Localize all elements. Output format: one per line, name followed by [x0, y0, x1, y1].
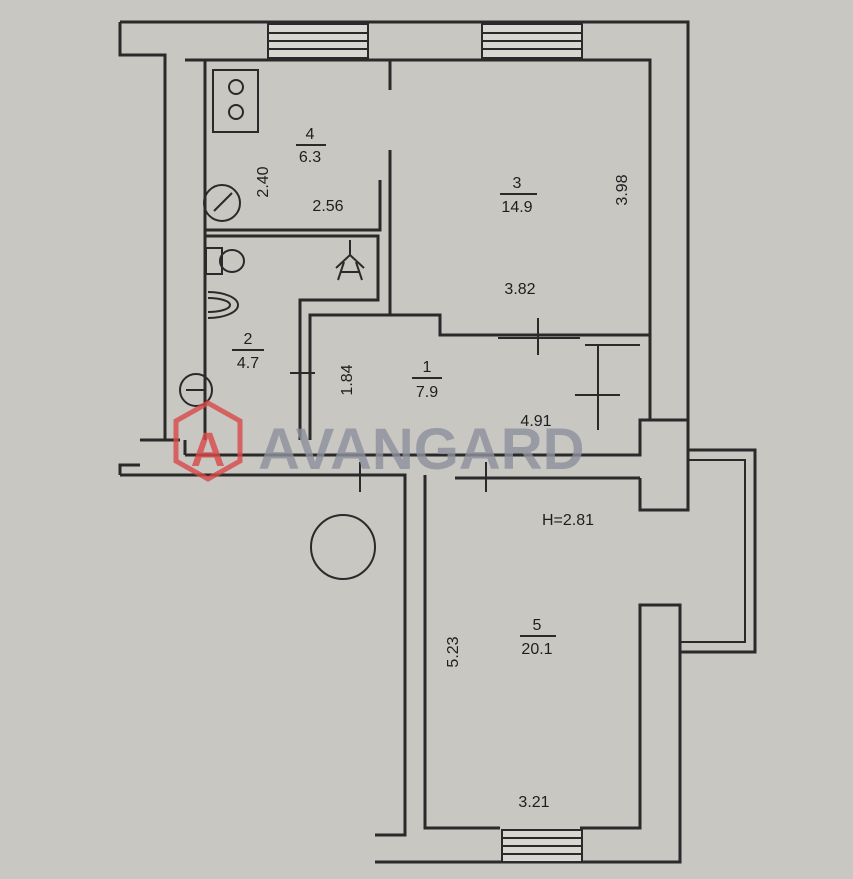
- dim-hall-width: 4.91: [520, 413, 551, 430]
- interior-walls: [205, 60, 650, 440]
- dim-room3-width: 3.82: [504, 281, 535, 298]
- watermark: A AVANGARD: [173, 400, 585, 482]
- window-top-left: [267, 23, 369, 59]
- room-3-label: 3 14.9: [500, 175, 537, 216]
- dim-kitchen-height: 2.40: [255, 166, 272, 197]
- svg-text:4: 4: [306, 126, 315, 143]
- room-4-label: 4 6.3: [296, 126, 326, 166]
- column-icon: [310, 514, 376, 580]
- svg-text:20.1: 20.1: [521, 641, 552, 658]
- sink-icon: [207, 291, 240, 319]
- toilet-icon: [205, 247, 245, 275]
- dim-kitchen-width: 2.56: [312, 198, 343, 215]
- riser-icon: [179, 373, 213, 407]
- room-1-label: 1 7.9: [412, 359, 442, 401]
- svg-text:2: 2: [244, 331, 253, 348]
- dim-hall-height: 1.84: [339, 364, 356, 395]
- stove-icon: [212, 69, 259, 133]
- ceiling-height-label: H=2.81: [542, 512, 594, 529]
- room-5-label: 5 20.1: [520, 617, 556, 658]
- window-bottom: [501, 829, 583, 863]
- svg-text:14.9: 14.9: [501, 199, 532, 216]
- svg-text:7.9: 7.9: [416, 384, 438, 401]
- svg-text:4.7: 4.7: [237, 355, 259, 372]
- room-2-label: 2 4.7: [232, 331, 264, 372]
- svg-text:3: 3: [513, 175, 522, 192]
- dim-room5-width: 3.21: [518, 794, 549, 811]
- window-top-right: [481, 23, 583, 59]
- dim-room3-height: 3.98: [614, 174, 631, 205]
- svg-text:1: 1: [423, 359, 432, 376]
- svg-text:A: A: [191, 424, 226, 477]
- outer-walls: [118, 20, 690, 864]
- svg-text:6.3: 6.3: [299, 149, 321, 166]
- boiler-icon: [203, 184, 241, 222]
- watermark-text: AVANGARD: [258, 417, 585, 482]
- door-marks: [290, 318, 620, 492]
- lamp-icon: [335, 240, 365, 281]
- svg-text:5: 5: [533, 617, 542, 634]
- balcony-outline: [680, 448, 757, 654]
- avangard-logo-icon: A: [173, 400, 243, 482]
- dim-room5-height: 5.23: [445, 636, 462, 667]
